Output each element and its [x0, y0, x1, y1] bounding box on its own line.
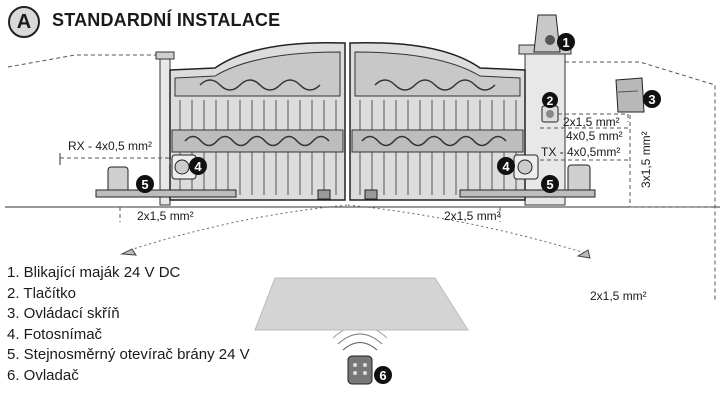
callout-5-left-label: 5: [141, 177, 148, 192]
legend-item: 5. Stejnosměrný otevírač brány 24 V: [7, 346, 250, 363]
callout-3-label: 3: [648, 92, 655, 107]
legend-item: 2. Tlačítko: [7, 284, 76, 302]
gate-stop-left: [120, 248, 137, 256]
legend-list: 1. Blikající maják 24 V DC 2. Tlačítko 3…: [7, 263, 250, 386]
callout-4-left-label: 4: [194, 159, 202, 174]
cable-label-box-vertical: 3x1,5 mm²: [639, 131, 653, 188]
driveway: [254, 277, 469, 331]
opener-right: [364, 164, 596, 200]
cable-label-bottom-right: 2x1,5 mm²: [590, 289, 647, 303]
cable-label-button-4x05: 4x0,5 mm²: [566, 129, 623, 143]
callout-1: 1: [557, 33, 575, 51]
cable-label-button-2x15: 2x1,5 mm²: [563, 115, 620, 129]
gate-stop-right: [576, 249, 591, 259]
callout-6: 6: [374, 366, 392, 384]
cable-label-motor-left: 2x1,5 mm²: [137, 209, 194, 223]
swing-arc-right: [347, 204, 586, 254]
callout-4-right: 4: [497, 157, 515, 175]
photocell-left-icon: [171, 154, 197, 180]
beacon-icon: [533, 14, 561, 53]
legend-item: 3. Ovládací skříň: [7, 305, 120, 322]
section-title: STANDARDNÍ INSTALACE: [52, 10, 281, 30]
legend-item: 6. Ovladač: [7, 366, 79, 384]
callout-5-left: 5: [136, 175, 154, 193]
callout-2-label: 2: [547, 94, 554, 108]
cable-label-motor-right: 2x1,5 mm²: [444, 209, 501, 223]
cable-label-tx: TX - 4x0,5mm²: [541, 145, 620, 159]
callout-1-label: 1: [562, 35, 569, 50]
gate-left-leaf: [169, 41, 346, 201]
cable-routes: [60, 113, 715, 222]
callout-5-right: 5: [541, 175, 559, 193]
cable-label-rx: RX - 4x0,5 mm²: [68, 139, 152, 153]
callout-5-right-label: 5: [546, 177, 553, 192]
callout-6-label: 6: [379, 368, 386, 383]
swing-arc-left: [129, 204, 349, 251]
callout-4-left: 4: [189, 157, 207, 175]
push-button-icon: [541, 105, 559, 123]
photocell-right-icon: [513, 154, 539, 180]
opener-left: [95, 166, 331, 200]
callout-3: 3: [643, 90, 661, 108]
callout-2: 2: [542, 92, 558, 108]
fence-outline-right: [565, 61, 716, 300]
callout-4-right-label: 4: [502, 159, 510, 174]
control-box-icon: [615, 77, 645, 113]
legend-item: 4. Fotosnímač: [7, 325, 103, 343]
legend-item: 1. Blikající maják 24 V DC: [7, 264, 181, 281]
gate-right-leaf: [349, 41, 526, 201]
remote-control-icon: [332, 325, 388, 385]
fence-outline-left: [7, 54, 165, 68]
section-badge: A: [8, 6, 40, 38]
